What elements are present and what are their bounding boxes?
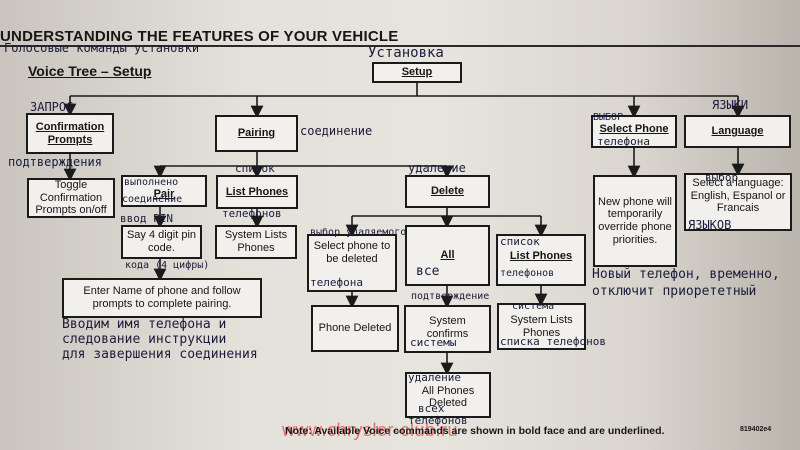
hand-vybor2: выбор <box>705 171 739 184</box>
hand-soedinenie2: соединение <box>122 194 183 205</box>
hand-podtv2: подтверждение <box>411 291 490 302</box>
confirmation-prompts-box: Confirmation Prompts <box>26 113 114 154</box>
hand-podtv: подтверждения <box>8 155 102 169</box>
list-phones-box: List Phones <box>216 175 298 209</box>
toggle-text: Toggle Confirmation Prompts on/off <box>35 179 107 217</box>
hand-koda: кода (4 цифры) <box>125 260 210 271</box>
hand-vvodim-3: для завершения соединения <box>62 347 258 362</box>
system-confirms-box: System confirms <box>404 305 491 353</box>
hand-soedinenie: соединение <box>300 124 373 138</box>
hand-telefonov3: телефонов <box>408 414 468 427</box>
hand-vybor: ВЫБОР <box>593 112 624 123</box>
select-phone-box: Select Phone <box>591 115 677 148</box>
footer-note: Note: Available Voice commands are shown… <box>285 425 665 437</box>
hand-telefonov: телефонов <box>222 207 282 220</box>
hand-yazykov: ЯЗЫКОВ <box>688 218 732 232</box>
hand-spiska: списка телефонов <box>500 335 606 348</box>
hand-udalenie2: удаление <box>408 371 461 384</box>
hand-sistema: система <box>512 301 555 312</box>
section-title: Voice Tree – Setup <box>28 63 152 79</box>
pairing-box: Pairing <box>215 115 298 152</box>
system-lists-phones-box: System Lists Phones <box>215 225 297 259</box>
all-box: All <box>405 225 490 286</box>
hand-novyi-1: Новый телефон, временно, <box>592 267 780 282</box>
hand-title: Голосовые команды установки <box>4 41 200 55</box>
hand-setup: Установка <box>368 45 444 61</box>
hand-telefonov2: телефонов <box>500 268 555 279</box>
select-delete-box: Select phone to be deleted <box>307 234 397 292</box>
say-pin-box: Say 4 digit pin code. <box>121 225 202 259</box>
hand-vvodim-2: следование инструкции <box>62 332 227 347</box>
hand-spisok: список <box>235 162 275 175</box>
hand-sistemy: системы <box>410 336 457 349</box>
hand-vybor-udal: выбор удаляемого <box>310 227 407 238</box>
new-phone-box: New phone will temporarily override phon… <box>593 175 677 267</box>
pair-box: Pair <box>121 175 207 207</box>
setup-box: Setup <box>372 62 462 83</box>
delete-box: Delete <box>405 175 490 208</box>
header-rule <box>0 45 800 47</box>
page-header: UNDERSTANDING THE FEATURES OF YOUR VEHIC… <box>0 28 399 45</box>
hand-vvodim-1: Вводим имя телефона и <box>62 317 227 332</box>
list-phones-2-box: List Phones <box>496 234 586 286</box>
hand-zapros: ЗАПРОС <box>30 100 74 114</box>
hand-vsekh: всех <box>418 402 445 415</box>
watermark: www.chrysler-club.ru <box>282 420 459 440</box>
hand-telefona2: телефона <box>310 276 363 289</box>
hand-udalenie: удаление <box>408 161 466 175</box>
hand-novyi-2: отключит приорететный <box>592 284 757 299</box>
enter-name-box: Enter Name of phone and follow prompts t… <box>62 278 262 318</box>
system-lists-2-box: System Lists Phones <box>497 303 586 350</box>
hand-telefona: телефона <box>597 135 650 148</box>
hand-vse: все <box>416 264 440 279</box>
hand-vypolneno: выполнено <box>124 177 179 188</box>
hand-spisok2: список <box>500 235 540 248</box>
hand-yazyki: ЯЗЫКИ <box>712 98 749 112</box>
hand-vvod-pin: ввод PIN <box>120 212 173 225</box>
language-box: Language <box>684 115 791 148</box>
all-deleted-box: All Phones Deleted <box>405 372 491 418</box>
figure-code: 819402e4 <box>740 426 772 433</box>
select-language-box: Select a language: English, Espanol or F… <box>684 173 792 231</box>
toggle-box: Toggle Confirmation Prompts on/off <box>27 178 115 218</box>
phone-deleted-box: Phone Deleted <box>311 305 399 352</box>
